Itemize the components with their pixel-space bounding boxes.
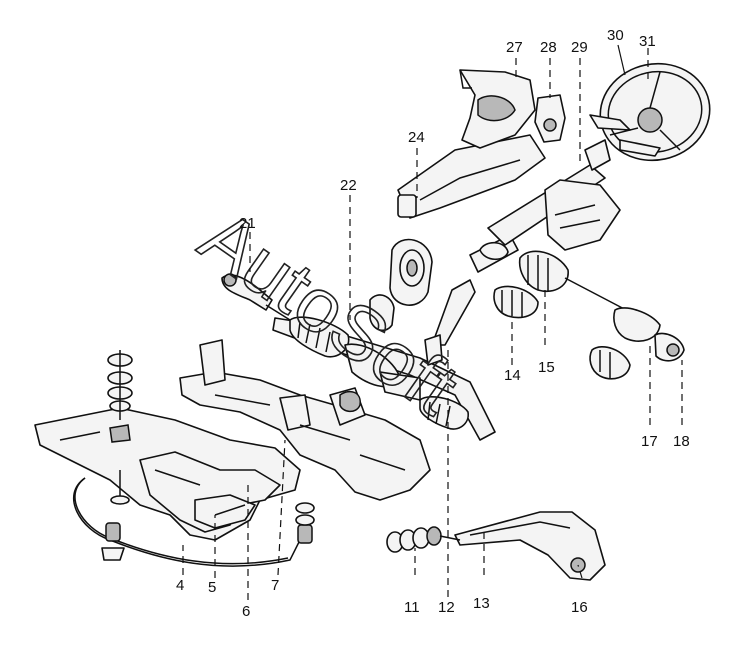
steering-crossmember xyxy=(179,339,431,501)
callout-17: 17 xyxy=(641,433,658,450)
callout-15: 15 xyxy=(538,359,555,376)
callout-22: 22 xyxy=(340,177,357,194)
column-grommet xyxy=(369,238,433,332)
callout-18: 18 xyxy=(673,433,690,450)
callout-29: 29 xyxy=(571,39,588,56)
stabilizer-bar xyxy=(73,477,313,567)
callout-13: 13 xyxy=(473,595,490,612)
callout-14: 14 xyxy=(504,367,521,384)
callout-27: 27 xyxy=(506,39,523,56)
callout-7: 7 xyxy=(271,577,279,594)
arm-bushings xyxy=(386,526,461,553)
rubber-mount-stack xyxy=(107,350,315,526)
callout-31: 31 xyxy=(639,33,656,50)
column-cover xyxy=(397,134,546,219)
callout-11: 11 xyxy=(404,599,420,616)
callout-5: 5 xyxy=(208,579,216,596)
tie-rod-end xyxy=(221,273,291,321)
steering-rack xyxy=(272,316,496,441)
rack-boot-right xyxy=(419,396,469,430)
callout-28: 28 xyxy=(540,39,557,56)
leader-lines xyxy=(182,44,683,600)
callout-labels: 4 5 6 7 11 12 13 14 15 16 17 18 21 22 24… xyxy=(176,27,690,620)
front-subframe xyxy=(34,407,301,541)
column-bracket xyxy=(459,69,536,149)
steering-wheel xyxy=(589,62,711,162)
intermediate-shaft xyxy=(424,234,519,366)
steering-column-tube xyxy=(487,139,621,251)
callout-30: 30 xyxy=(607,27,624,44)
callout-21: 21 xyxy=(239,215,256,232)
lower-control-arm xyxy=(454,511,606,581)
callout-16: 16 xyxy=(571,599,588,616)
drive-shaft-assembly xyxy=(493,250,685,380)
ignition-lock xyxy=(534,94,566,143)
callout-4: 4 xyxy=(176,577,184,594)
callout-6: 6 xyxy=(242,603,250,620)
callout-12: 12 xyxy=(438,599,455,616)
callout-24: 24 xyxy=(408,129,425,146)
rack-boot-left xyxy=(289,316,350,358)
